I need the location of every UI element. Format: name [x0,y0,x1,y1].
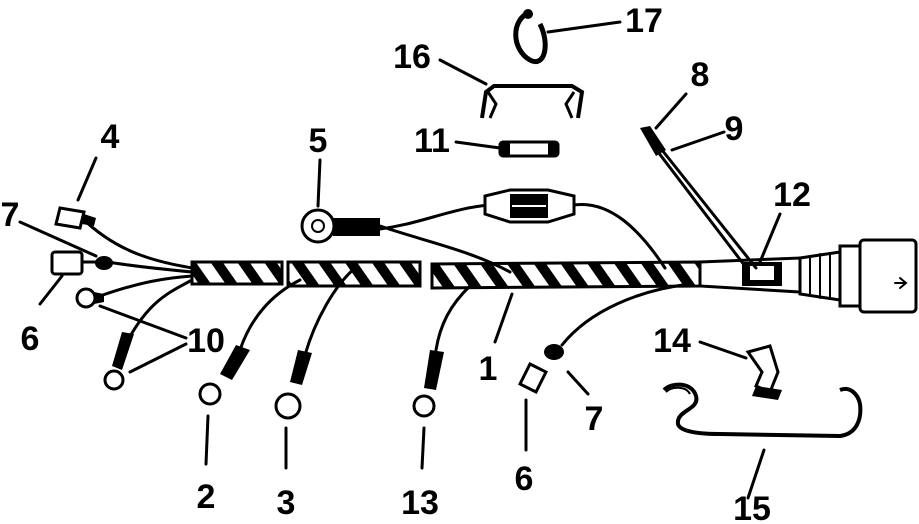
callout-3: 3 [277,484,296,522]
callout-12: 12 [773,176,811,214]
callout-7-right: 7 [585,400,604,438]
callout-6-right: 6 [515,460,534,498]
wire-tie-17 [513,9,548,64]
callout-9: 9 [725,110,744,148]
socket-connector-6-left [50,250,84,276]
callout-7-left: 7 [1,196,20,234]
callout-13: 13 [401,484,439,522]
fuse-holder [483,188,667,270]
callout-labels: 1 2 3 4 5 6 6 7 7 8 9 10 11 12 13 14 15 … [1,2,811,524]
callout-10: 10 [187,322,225,360]
harness-sleeve-left [190,260,284,286]
harness-sleeve-mid [286,260,422,288]
callout-16: 16 [393,38,431,76]
harness-plug-connector [798,238,918,314]
callout-2: 2 [197,478,216,516]
lead-7-6-right [517,282,692,395]
lead-2 [198,278,302,406]
harness-sleeve-right [430,260,702,290]
callout-15: 15 [733,490,771,524]
ring-terminals-10 [75,287,134,391]
bracket-15 [662,382,863,439]
wire-8-9 [640,126,758,272]
fuse-11 [498,140,560,158]
main-harness [80,216,802,342]
callout-1: 1 [479,350,498,388]
lead-3 [274,266,357,420]
callout-8: 8 [691,56,710,94]
leader-lines [18,20,782,500]
callout-14: 14 [653,322,691,360]
clamp-14 [745,344,782,400]
bullet-connector-4 [54,206,96,230]
callout-17: 17 [625,2,663,40]
callout-4: 4 [101,118,120,156]
callout-5: 5 [309,122,328,160]
ring-terminal-5-branch [300,203,512,274]
clip-16 [480,84,585,119]
callout-6-left: 6 [21,320,40,358]
callout-11: 11 [414,122,450,160]
lead-13 [412,284,472,418]
